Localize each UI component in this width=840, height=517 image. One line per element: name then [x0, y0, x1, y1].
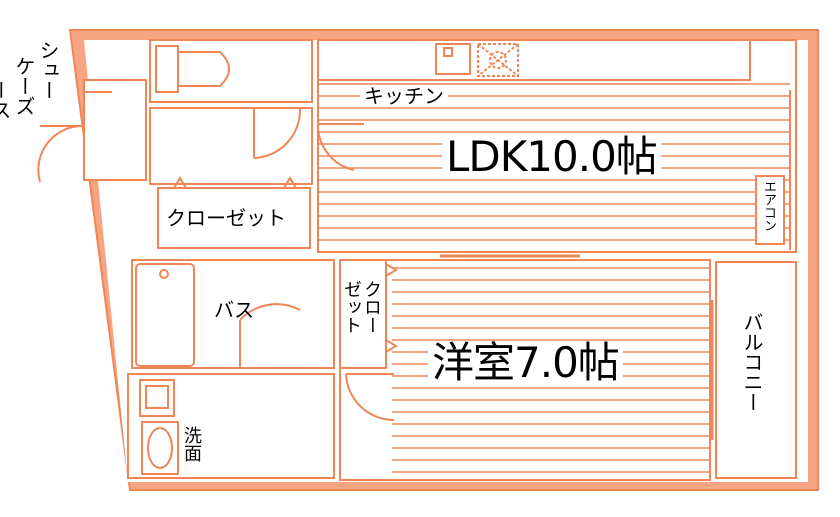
kitchen-label: キッチン	[360, 86, 448, 106]
ldk-door	[316, 123, 364, 171]
aircon	[755, 175, 785, 245]
shoe-case	[83, 79, 147, 181]
bathtub	[135, 263, 195, 367]
bath-label: バス	[214, 298, 254, 322]
shoe-case-label-1: シュー	[36, 40, 60, 100]
stove	[477, 43, 519, 77]
closet-main	[157, 187, 311, 249]
balcony-label: バルコニー	[740, 312, 764, 412]
shoe-case-label-2: ケーズ	[12, 56, 36, 116]
wash-basin	[141, 421, 179, 475]
western-room	[339, 259, 711, 481]
toilet-icon	[177, 51, 230, 87]
hallway	[149, 107, 313, 185]
hall-door	[253, 107, 302, 159]
sink-drain	[443, 47, 453, 57]
closet-small	[339, 259, 387, 369]
kitchen-counter	[317, 39, 751, 81]
closet-small-label-1: クロー	[361, 280, 382, 334]
outer-wall-outline	[68, 29, 819, 491]
balcony	[715, 261, 797, 479]
washer	[139, 379, 175, 417]
washroom-label: 洗面	[181, 426, 202, 462]
shoe-case-label-3: ース	[0, 80, 12, 120]
room-door	[345, 373, 395, 422]
ldk-label: LDK10.0帖	[442, 136, 661, 178]
bath-door	[239, 303, 301, 368]
entrance-door	[37, 124, 85, 183]
closet-small-label-2: ゼット	[341, 280, 362, 334]
sink	[435, 43, 471, 75]
closet-main-label: クローゼット	[166, 206, 286, 230]
aircon-label: エアコン	[761, 180, 776, 232]
washroom	[127, 373, 335, 479]
western-room-label: 洋室7.0帖	[428, 342, 623, 384]
